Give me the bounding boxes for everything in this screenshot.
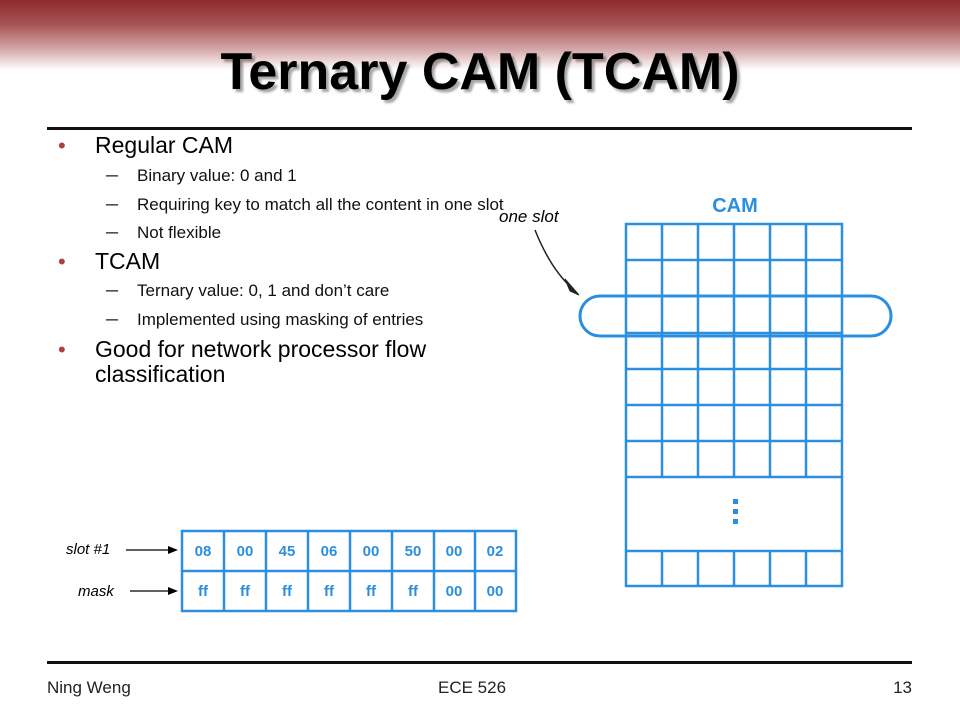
bullet-marker: • — [58, 337, 66, 362]
vertical-ellipsis-icon — [733, 499, 738, 524]
mask-cell: ff — [408, 583, 419, 600]
bullet-list: • Regular CAM ─ Binary value: 0 and 1 ─ … — [58, 133, 508, 387]
sub-bullet: ─ Binary value: 0 and 1 — [58, 166, 508, 185]
slot-cell: 45 — [279, 543, 296, 560]
mask-row-label: mask — [78, 583, 115, 600]
sub-bullet-marker: ─ — [106, 310, 119, 329]
tcam-slot-mask-figure: slot #1 mask 08 00 45 06 00 50 00 02 ff … — [66, 529, 518, 613]
slot-cell: 00 — [446, 543, 463, 560]
title-band — [0, 0, 960, 70]
mask-cell: ff — [324, 583, 335, 600]
sub-bullet-marker: ─ — [106, 281, 119, 300]
mask-cell: ff — [198, 583, 209, 600]
bullet-regular-cam: • Regular CAM — [58, 132, 508, 159]
mask-cell: ff — [240, 583, 251, 600]
mask-cell: ff — [282, 583, 293, 600]
slide-title: Ternary CAM (TCAM) — [220, 43, 740, 101]
slot-cell: 00 — [237, 543, 254, 560]
bullet-text: Regular CAM — [95, 132, 234, 158]
slot-cell: 50 — [405, 543, 422, 560]
bullet-tcam: • TCAM — [58, 248, 508, 275]
sub-bullet-marker: ─ — [106, 166, 119, 185]
slot-cell: 02 — [487, 543, 504, 560]
slot-arrow-icon — [168, 546, 178, 554]
sub-bullet-marker: ─ — [106, 223, 119, 242]
sub-bullet-text: Binary value: 0 and 1 — [137, 166, 297, 185]
sub-bullet: ─ Implemented using masking of entries — [58, 310, 508, 329]
slot-row-label: slot #1 — [66, 541, 110, 558]
sub-bullet-text: Ternary value: 0, 1 and don’t care — [137, 281, 390, 300]
cam-heading: CAM — [712, 195, 758, 217]
mask-arrow-icon — [168, 587, 178, 595]
bullet-text: Good for network processor flow classifi… — [95, 336, 427, 387]
bullet-network-processor: • Good for network processor flow classi… — [58, 337, 508, 387]
slot-highlight-capsule — [578, 294, 893, 338]
cam-figure: CAM one slot — [499, 195, 893, 588]
footer-author: Ning Weng — [47, 678, 131, 697]
sub-bullet: ─ Ternary value: 0, 1 and don’t care — [58, 281, 508, 300]
one-slot-pointer — [534, 229, 574, 290]
mask-cell: ff — [366, 583, 377, 600]
sub-bullet-text: Implemented using masking of entries — [137, 310, 424, 329]
slot-cell: 08 — [195, 543, 212, 560]
sub-bullet: ─ Not flexible — [58, 223, 508, 242]
slot-cell: 06 — [321, 543, 338, 560]
bullet-text: TCAM — [95, 248, 161, 274]
mask-cell: 00 — [487, 583, 504, 600]
footer-page-number: 13 — [893, 678, 912, 697]
footer-course: ECE 526 — [438, 678, 507, 697]
cam-grid — [624, 222, 844, 588]
sub-bullet: ─ Requiring key to match all the content… — [58, 195, 508, 214]
bullet-marker: • — [58, 249, 66, 274]
sub-bullet-text: Requiring key to match all the content i… — [137, 195, 504, 214]
mask-cell: 00 — [446, 583, 463, 600]
sub-bullet-text: Not flexible — [137, 223, 222, 242]
footer-divider — [47, 661, 912, 664]
bullet-marker: • — [58, 133, 66, 158]
slot-cell: 00 — [363, 543, 380, 560]
pointer-arrowhead-icon — [564, 278, 580, 296]
one-slot-label: one slot — [499, 207, 560, 226]
sub-bullet-marker: ─ — [106, 195, 119, 214]
title-divider — [47, 127, 912, 130]
